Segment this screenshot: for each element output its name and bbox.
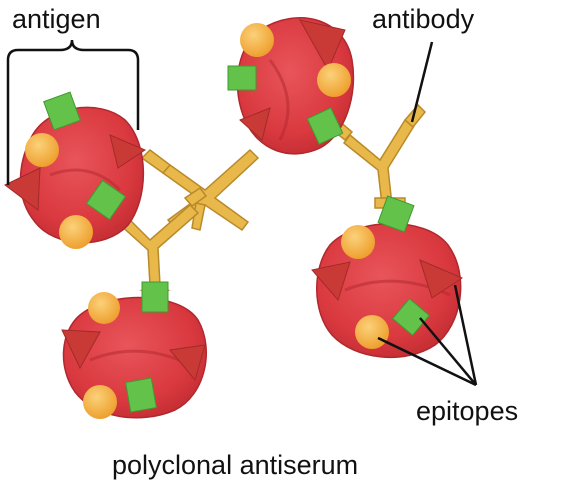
epitopes-pointer-lines — [377, 284, 478, 387]
antigen-bottom-left — [61, 281, 207, 419]
antigen-label: antigen — [12, 4, 101, 34]
antibody-label: antibody — [372, 4, 475, 34]
antigen-bracket — [6, 39, 140, 185]
antigen-top — [227, 17, 355, 155]
antigen-left — [4, 91, 147, 249]
antibody-pointer-line — [410, 41, 434, 123]
epitopes-label: epitopes — [416, 396, 519, 426]
antigen-right — [311, 195, 464, 358]
diagram-caption: polyclonal antiserum — [112, 450, 359, 480]
